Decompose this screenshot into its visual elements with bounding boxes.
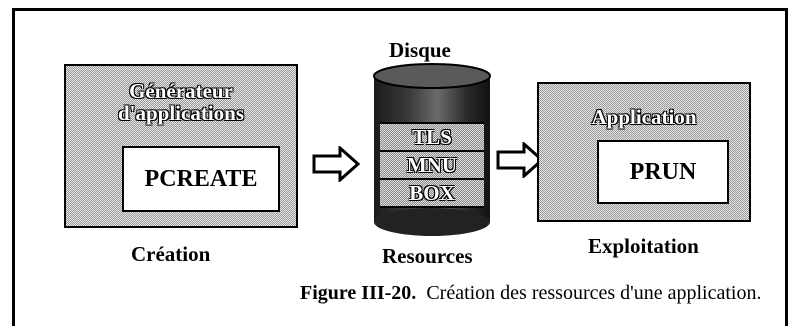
application-title: Application — [591, 105, 697, 129]
arrow-right-icon — [496, 142, 544, 178]
prun-label: PRUN — [629, 158, 697, 185]
generator-title-line2: d'applications — [117, 101, 245, 125]
figure-caption-text: Création des ressources d'une applicatio… — [426, 282, 762, 304]
prun-box: PRUN — [597, 140, 729, 204]
application-panel: Application PRUN — [537, 82, 751, 222]
generator-panel: Générateur d'applications PCREATE — [64, 64, 298, 228]
pcreate-box: PCREATE — [122, 146, 280, 212]
resources-drum: TLS MNU BOX — [372, 62, 492, 238]
generator-title-line1: Générateur — [129, 79, 233, 103]
figure-frame — [12, 8, 788, 326]
resources-caption: Resources — [382, 244, 473, 268]
drum-band-tls: TLS — [380, 122, 484, 150]
pcreate-label: PCREATE — [144, 165, 258, 192]
disk-label: Disque — [389, 38, 451, 62]
drum-band-mnu: MNU — [380, 150, 484, 178]
exploitation-caption: Exploitation — [588, 234, 699, 258]
figure-number: Figure III-20. — [300, 282, 417, 304]
drum-band-box: BOX — [380, 178, 484, 208]
arrow-right-icon — [312, 146, 360, 182]
creation-caption: Création — [131, 242, 211, 266]
figure-caption: Figure III-20. Création des ressources d… — [300, 282, 761, 305]
